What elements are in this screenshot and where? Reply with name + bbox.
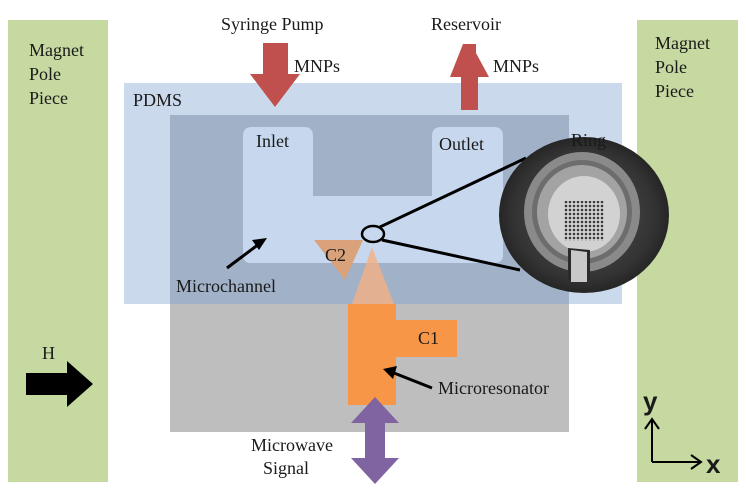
magnet-left-label-3: Piece [29, 88, 68, 108]
h-field-arrow [26, 361, 93, 407]
microresonator-shape [348, 304, 457, 405]
microwave-label-2: Signal [263, 458, 309, 478]
microresonator-label: Microresonator [438, 378, 549, 398]
magnet-right-label-3: Piece [655, 81, 694, 101]
microchannel-shape [243, 127, 503, 263]
microresonator-pointer [393, 371, 433, 390]
magnet-left-label-1: Magnet [29, 40, 84, 60]
axis-x-label: x [706, 449, 721, 479]
inlet-label: Inlet [256, 131, 289, 151]
xy-axes [644, 417, 703, 470]
microwave-signal-arrow [351, 397, 399, 484]
axis-y-label: y [643, 386, 658, 416]
outlet-flow-arrow [450, 44, 489, 110]
resonator-triangle [352, 247, 394, 304]
microresonator-pointer-head [383, 366, 397, 379]
mnps-out-label: MNPs [493, 56, 539, 76]
zoom-line-top [379, 156, 527, 229]
microchannel-pointer [226, 242, 260, 270]
h-field-label: H [42, 343, 55, 363]
microchannel-label: Microchannel [176, 276, 276, 296]
zoom-line-bottom [381, 238, 521, 272]
pdms-label: PDMS [133, 90, 182, 110]
c1-label: C1 [418, 328, 439, 348]
magnet-right-label-1: Magnet [655, 33, 710, 53]
syringe-pump-label: Syringe Pump [221, 14, 324, 34]
magnet-left-label-2: Pole [29, 64, 61, 84]
microchannel-pointer-head [252, 238, 267, 250]
c2-label: C2 [325, 245, 346, 265]
ring-label: Ring [571, 130, 606, 150]
microwave-label-1: Microwave [251, 435, 333, 455]
mnps-in-label: MNPs [294, 56, 340, 76]
zoom-circle [360, 224, 386, 244]
ring-sem-image [499, 137, 669, 293]
c2-triangle [314, 240, 363, 280]
inlet-flow-arrow [250, 43, 300, 107]
magnet-right-label-2: Pole [655, 57, 687, 77]
outlet-label: Outlet [439, 134, 484, 154]
magnet-pole-left [8, 20, 108, 482]
reservoir-label: Reservoir [431, 14, 501, 34]
